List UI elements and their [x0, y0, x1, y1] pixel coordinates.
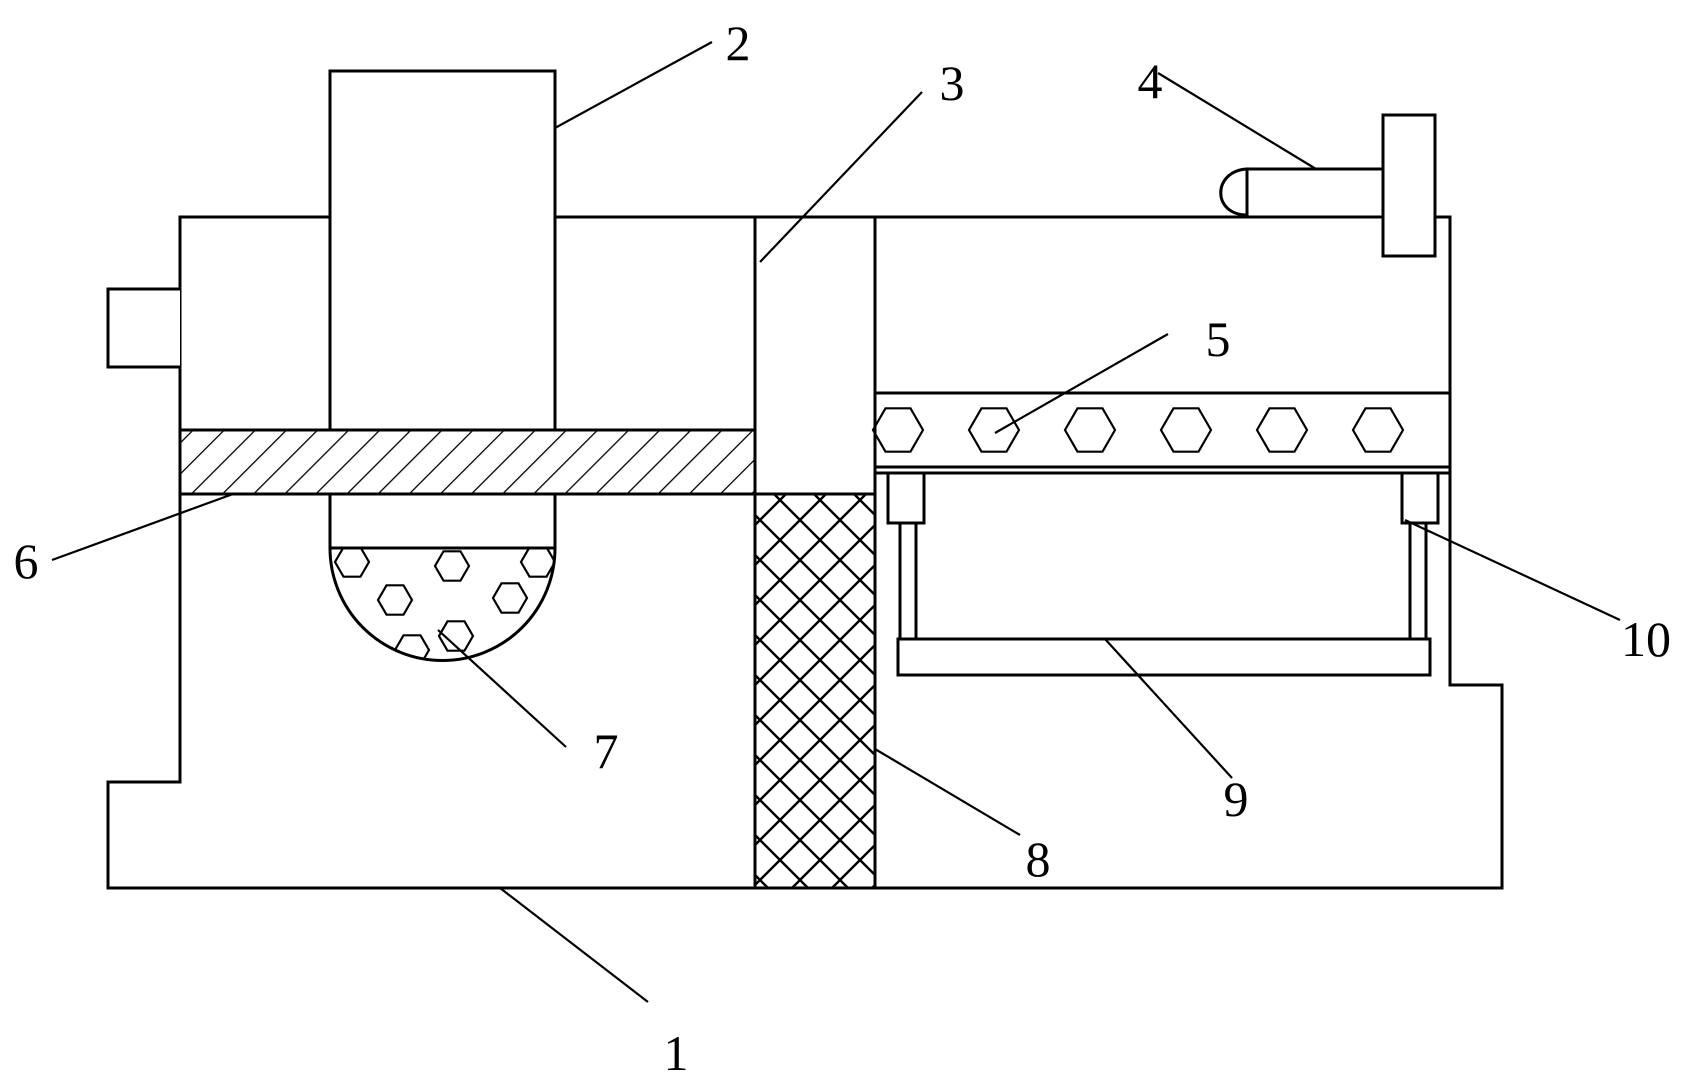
leader-3 — [759, 91, 923, 263]
honeycomb-cells — [871, 407, 1405, 453]
bowl-hole — [333, 548, 371, 578]
column-lower-sleeve — [328, 492, 557, 550]
right-bracket-block — [1400, 471, 1440, 525]
honeycomb-cell — [1159, 407, 1213, 453]
leader-6 — [51, 492, 234, 562]
callout-1: 1 — [664, 1025, 689, 1080]
leader-9 — [1104, 638, 1233, 779]
vertical-column — [328, 69, 557, 432]
callout-7: 7 — [594, 723, 619, 779]
bowl-hole — [437, 620, 475, 652]
honeycomb-cell — [967, 407, 1021, 453]
perforated-bowl — [328, 546, 557, 662]
leader-7 — [437, 629, 567, 748]
left-bracket-block — [886, 471, 926, 525]
leader-8 — [874, 748, 1021, 836]
leader-5 — [994, 333, 1169, 434]
honeycomb-cell — [1255, 407, 1309, 453]
callout-2: 2 — [726, 15, 751, 71]
callout-3: 3 — [940, 55, 965, 111]
hatched-plate — [178, 428, 757, 496]
bowl-hole — [519, 548, 555, 578]
bowl-hole — [376, 584, 414, 616]
callout-8: 8 — [1026, 831, 1051, 887]
callout-10: 10 — [1621, 611, 1671, 667]
right-bracket-rod — [1408, 521, 1428, 641]
collection-tray — [896, 637, 1432, 677]
bowl-hole — [491, 582, 529, 614]
callout-5: 5 — [1206, 311, 1231, 367]
handle-knob — [1381, 113, 1437, 258]
mesh-filter-column — [753, 492, 877, 890]
handle-dome — [1219, 167, 1249, 217]
honeycomb-cell — [871, 407, 925, 453]
vertical-divider — [753, 215, 877, 496]
callout-9: 9 — [1224, 771, 1249, 827]
leader-2 — [554, 41, 713, 129]
left-bracket-rod — [898, 521, 918, 641]
left-mount-tab — [106, 287, 180, 369]
bowl-hole — [433, 550, 471, 582]
leader-1 — [499, 887, 649, 1003]
leader-4 — [1157, 72, 1317, 170]
callout-6: 6 — [14, 533, 39, 589]
handle-shaft — [1245, 167, 1385, 219]
leader-10 — [1404, 519, 1621, 621]
honeycomb-cell — [1351, 407, 1405, 453]
honeycomb-cell — [1063, 407, 1117, 453]
callout-4: 4 — [1138, 53, 1163, 109]
